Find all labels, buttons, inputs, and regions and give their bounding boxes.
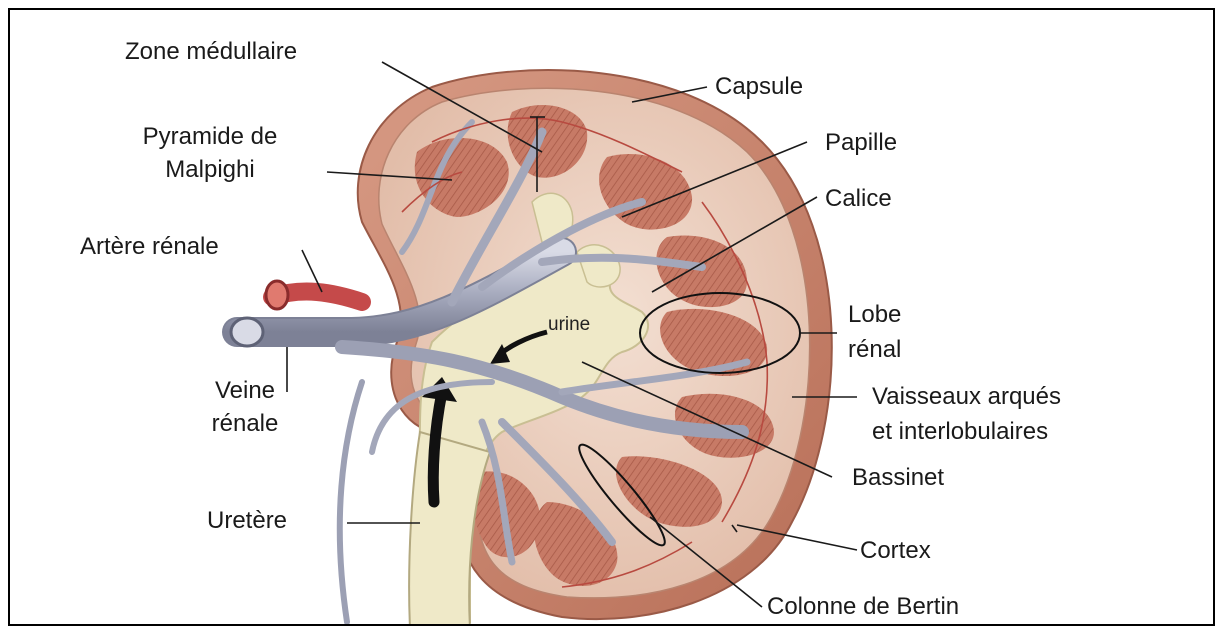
label-urine: urine <box>548 310 590 340</box>
label-calice: Calice <box>825 184 892 214</box>
label-uretere: Uretère <box>207 506 287 536</box>
label-pyramide-line2: Malpighi <box>115 155 305 185</box>
label-papille: Papille <box>825 128 897 158</box>
label-colonne-de-bertin: Colonne de Bertin <box>767 592 959 622</box>
label-capsule: Capsule <box>715 72 803 102</box>
label-veine-line1: Veine <box>190 376 300 406</box>
label-vaisseaux-line2: et interlobulaires <box>872 417 1048 447</box>
figure-frame: Zone médullaire Pyramide de Malpighi Art… <box>8 8 1215 626</box>
label-vaisseaux-line1: Vaisseaux arqués <box>872 382 1061 412</box>
label-pyramide-line1: Pyramide de <box>115 122 305 152</box>
label-zone-medullaire: Zone médullaire <box>125 37 297 67</box>
label-bassinet: Bassinet <box>852 463 944 493</box>
label-veine-line2: rénale <box>190 409 300 439</box>
label-artere-renale: Artère rénale <box>80 232 219 262</box>
label-lobe-line2: rénal <box>848 335 901 365</box>
vein-opening <box>231 318 263 346</box>
label-lobe-line1: Lobe <box>848 300 901 330</box>
label-cortex: Cortex <box>860 536 931 566</box>
kidney-diagram <box>10 10 1215 626</box>
